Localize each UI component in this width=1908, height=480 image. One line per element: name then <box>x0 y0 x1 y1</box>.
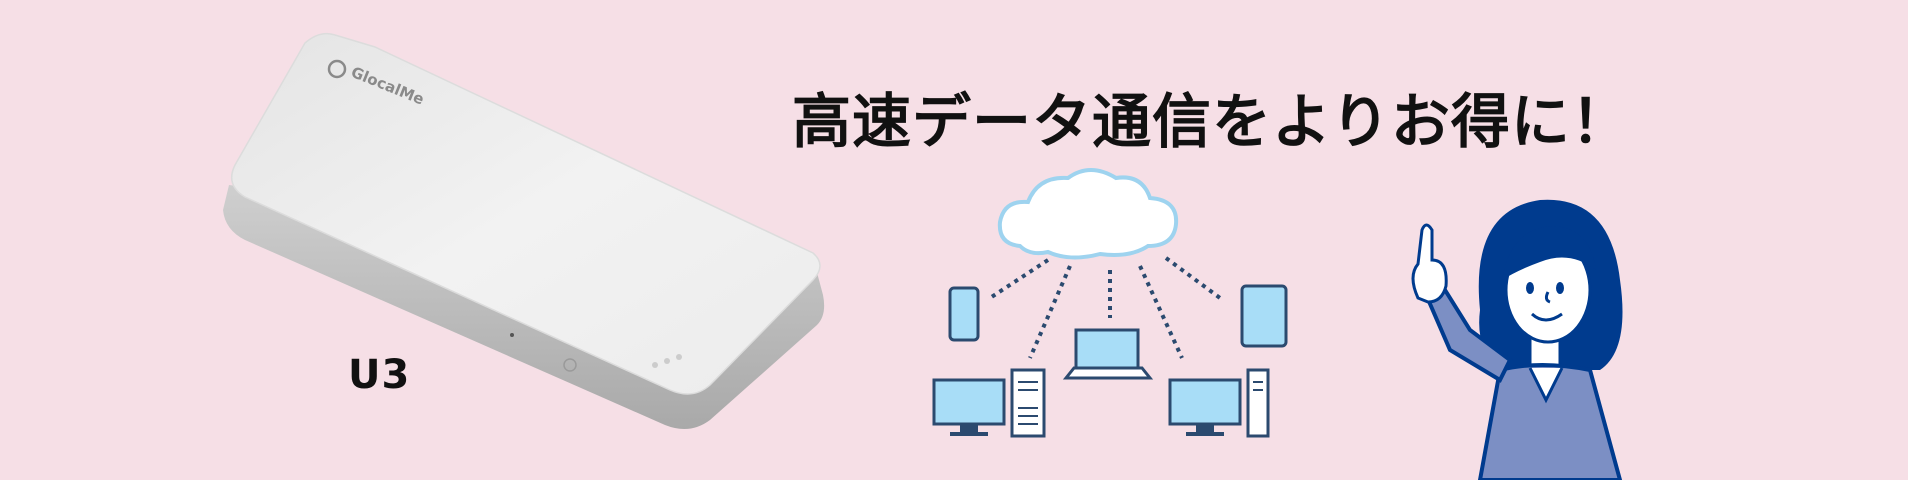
model-name-label: U3 <box>348 352 411 398</box>
laptop-icon <box>1062 328 1154 380</box>
desktop-computer-icon-right <box>1168 368 1270 438</box>
desktop-computer-icon-left <box>932 368 1046 438</box>
cloud-icon <box>997 168 1179 260</box>
cloud-network-illustration <box>932 168 1288 438</box>
pointing-hand-icon <box>1411 223 1448 304</box>
pocket-wifi-device-image: GlocalMe <box>223 32 825 429</box>
smartphone-icon <box>948 286 980 342</box>
headline-text: 高速データ通信をよりお得に！ <box>792 87 1631 156</box>
tablet-icon <box>1240 284 1288 348</box>
glocalme-logo-icon <box>327 59 347 79</box>
woman-pointing-illustration <box>1411 199 1623 480</box>
